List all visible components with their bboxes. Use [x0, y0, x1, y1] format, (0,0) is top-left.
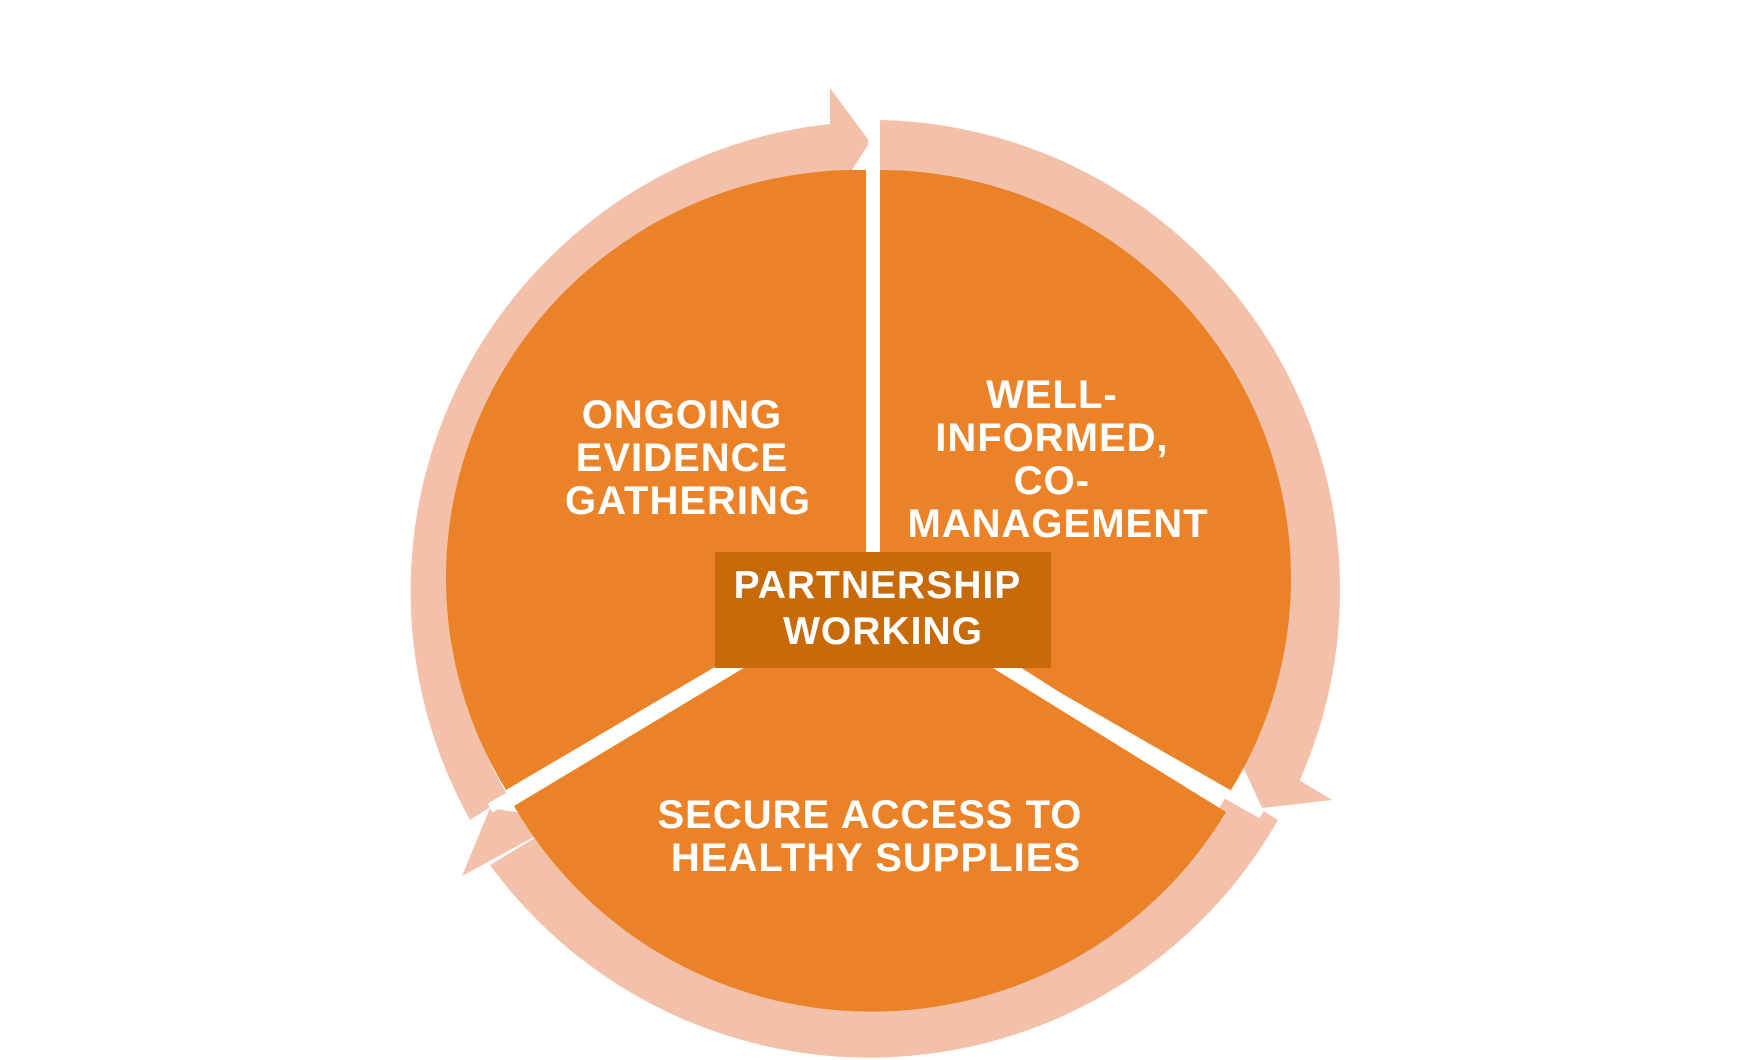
label-management-line: CO- — [1014, 459, 1090, 503]
label-supplies-line: SECURE ACCESS TO — [657, 793, 1082, 837]
center-label-line: PARTNERSHIP — [734, 564, 1021, 607]
label-management-line: WELL- — [986, 373, 1118, 417]
ring-arc-left — [410, 124, 830, 820]
center-box-bg — [715, 552, 1051, 668]
center-label: PARTNERSHIP WORKING — [734, 564, 1033, 653]
dividers — [487, 126, 1265, 819]
label-management-line: INFORMED, — [935, 416, 1168, 460]
center-box: PARTNERSHIP WORKING — [715, 552, 1051, 668]
label-evidence: ONGOING EVIDENCE GATHERING — [565, 393, 811, 523]
label-evidence-line: EVIDENCE — [576, 436, 789, 480]
divider-right — [997, 659, 1265, 819]
label-supplies-line: HEALTHY SUPPLIES — [671, 836, 1081, 880]
label-evidence-line: ONGOING — [582, 393, 782, 437]
ring-arc-right — [880, 120, 1341, 782]
label-management-line: MANAGEMENT — [907, 502, 1208, 546]
center-label-line: WORKING — [783, 610, 983, 653]
segment-supplies — [514, 592, 1226, 1012]
ring-arc-bottom — [490, 790, 1278, 1058]
label-evidence-line: GATHERING — [565, 479, 811, 523]
label-management: WELL- INFORMED, CO- MANAGEMENT — [907, 373, 1208, 546]
label-supplies: SECURE ACCESS TO HEALTHY SUPPLIES — [657, 793, 1094, 880]
arrowhead-right — [1230, 738, 1332, 808]
divider-left — [487, 659, 743, 813]
